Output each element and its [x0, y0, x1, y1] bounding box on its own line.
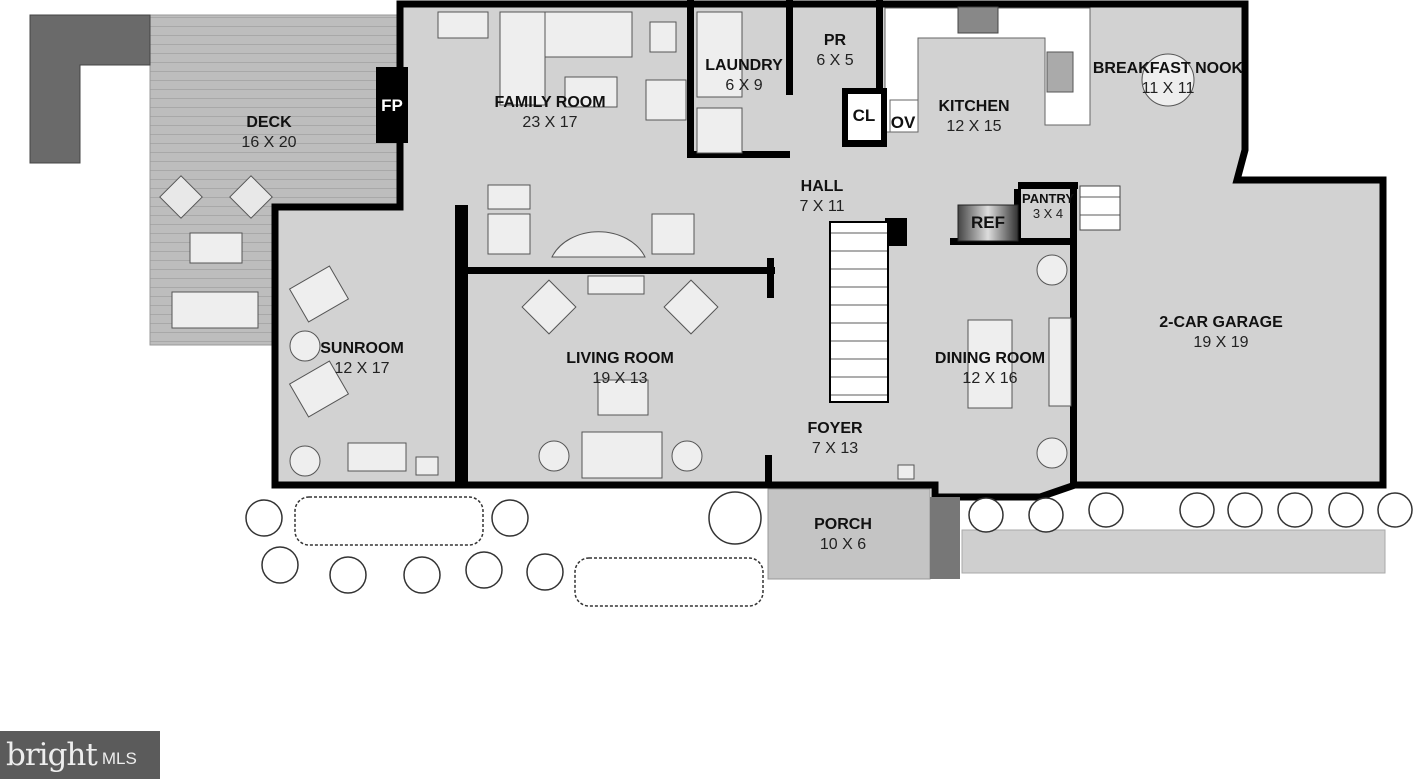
- garage-name: 2-CAR GARAGE: [1159, 314, 1283, 331]
- living-room-name: LIVING ROOM: [566, 350, 674, 367]
- powder-room-name: PR: [824, 32, 847, 49]
- garage-steps: [1079, 185, 1121, 231]
- walkway: [961, 529, 1386, 574]
- kitchen-name: KITCHEN: [938, 98, 1009, 115]
- logo-suffix: MLS: [101, 749, 137, 768]
- porch-name: PORCH: [814, 516, 872, 533]
- porch-step: [930, 497, 960, 579]
- deck-dims: 16 X 20: [241, 134, 296, 151]
- cooktop-icon: [957, 6, 999, 34]
- refrigerator-label: REF: [971, 213, 1005, 232]
- oven: [889, 99, 919, 133]
- laundry-dims: 6 X 9: [725, 77, 762, 94]
- porch-dims: 10 X 6: [820, 536, 866, 553]
- foyer-dims: 7 X 13: [812, 440, 858, 457]
- deck-table: [189, 232, 243, 264]
- sunroom-dims: 12 X 17: [334, 360, 389, 377]
- bright-mls-logo: bright MLS: [0, 731, 160, 779]
- living-room-dims: 19 X 13: [592, 370, 647, 387]
- foyer-name: FOYER: [807, 420, 863, 437]
- pantry-dims: 3 X 4: [1033, 206, 1063, 221]
- deck-stairs: [29, 14, 151, 164]
- deck-chair: [159, 175, 273, 219]
- oven-label: OV: [891, 113, 916, 132]
- closet: [848, 94, 881, 140]
- deck-name: DECK: [246, 114, 292, 131]
- breakfast-nook-name: BREAKFAST NOOK: [1093, 60, 1244, 77]
- interior-stairs: [829, 221, 889, 403]
- sink-icon: [1046, 51, 1074, 93]
- hall-dims: 7 X 11: [799, 198, 844, 215]
- sunroom-name: SUNROOM: [320, 340, 404, 357]
- fireplace-label: FP: [381, 96, 403, 115]
- landscaping: [245, 491, 1413, 607]
- porch: [767, 488, 931, 580]
- closet-label: CL: [853, 106, 876, 125]
- refrigerator: [957, 204, 1019, 242]
- kitchen-dims: 12 X 15: [946, 118, 1001, 135]
- dining-room-name: DINING ROOM: [935, 350, 1045, 367]
- hall-name: HALL: [801, 178, 844, 195]
- deck-sofa: [171, 291, 259, 329]
- garage-dims: 19 X 19: [1193, 334, 1248, 351]
- laundry-name: LAUNDRY: [705, 57, 783, 74]
- furniture: [288, 11, 1195, 480]
- logo-brand: bright: [6, 737, 98, 773]
- powder-room-dims: 6 X 5: [816, 52, 853, 69]
- family-room-name: FAMILY ROOM: [494, 94, 605, 111]
- breakfast-nook-dims: 11 X 11: [1142, 80, 1195, 97]
- dining-room-dims: 12 X 16: [962, 370, 1017, 387]
- pantry-name: PANTRY: [1022, 191, 1074, 206]
- family-room-dims: 23 X 17: [522, 114, 577, 131]
